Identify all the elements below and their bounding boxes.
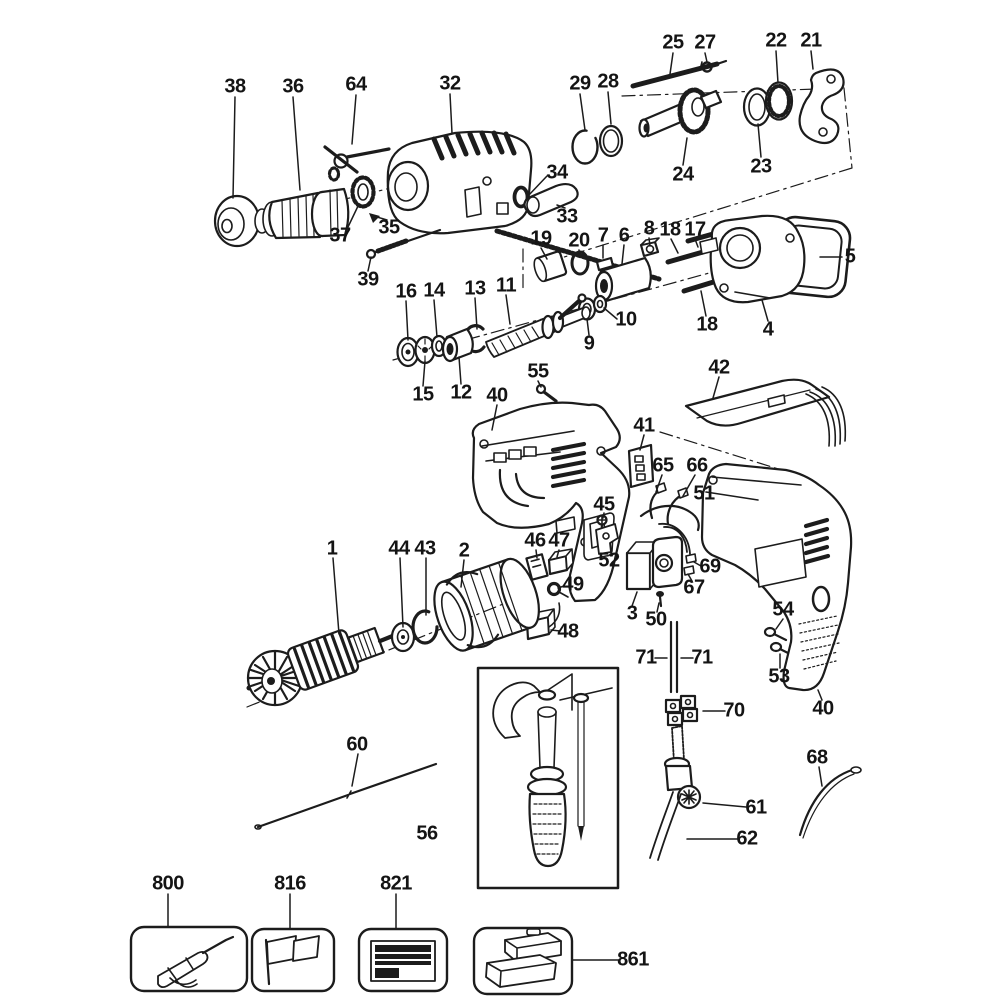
part-68-wire xyxy=(798,766,862,839)
part-51-wire xyxy=(639,504,700,532)
accessory-box-800 xyxy=(129,925,249,993)
part-71-lead-wires xyxy=(669,620,679,694)
part-35-detent xyxy=(369,213,380,223)
accessory-box-816 xyxy=(250,927,336,993)
part-28-washer xyxy=(598,124,624,158)
part-46-brush-holder xyxy=(525,553,549,581)
part-24-gear-shaft xyxy=(638,87,723,138)
flag-icon xyxy=(264,935,320,986)
part-52-bracket xyxy=(595,523,619,555)
part-36-clutch-assembly xyxy=(254,187,350,240)
nameplate-icon xyxy=(370,940,436,982)
part-43-retaining-ring xyxy=(411,609,439,645)
part-42-cover xyxy=(684,378,847,447)
part-47-brush xyxy=(547,548,574,576)
part-4-gear-case xyxy=(699,214,806,304)
part-1-armature xyxy=(246,626,405,707)
part-10-washer xyxy=(592,294,608,314)
part-21-fork xyxy=(798,68,845,145)
part-62-power-cord xyxy=(649,791,682,861)
part-38-end-cap xyxy=(213,194,261,248)
part-61-cord-protector xyxy=(663,725,702,810)
part-64-chuck-key xyxy=(323,145,391,182)
part-33-lever xyxy=(523,182,579,218)
part-39-screw xyxy=(365,228,442,260)
part-11-spindle xyxy=(485,293,591,358)
part-53-54-screws xyxy=(763,626,794,657)
grease-applicator-icon xyxy=(157,935,235,989)
part-41-plate xyxy=(627,443,655,489)
part-12-sleeve xyxy=(441,327,474,363)
part-65-66-wire-leads xyxy=(649,482,689,526)
part-32-gear-housing xyxy=(386,130,533,235)
part-60-depth-rod xyxy=(254,762,438,830)
inset-box-side-handle xyxy=(476,666,620,890)
part-19-piston xyxy=(533,250,568,283)
part-2-field-stator xyxy=(433,557,540,652)
part-49-ring-terminal xyxy=(546,581,569,598)
part-40-right-housing xyxy=(700,462,853,692)
part-50-screw xyxy=(656,591,664,608)
part-37-seal-ring xyxy=(350,175,376,209)
part-22-bearing-ring xyxy=(764,81,794,121)
kitbox-icon xyxy=(485,928,562,988)
part-55-screw xyxy=(535,383,558,403)
leader-lines xyxy=(167,50,843,961)
switch-body xyxy=(651,523,691,589)
accessory-box-861 xyxy=(472,926,574,996)
part-29-circlip xyxy=(571,129,599,165)
part-70-terminal-block xyxy=(664,694,699,727)
part-7-pin xyxy=(595,256,615,272)
accessory-box-821 xyxy=(357,927,449,993)
part-34-o-ring xyxy=(512,185,530,209)
part-40-left-housing xyxy=(471,401,631,603)
part-67-69-terminals xyxy=(683,553,697,576)
